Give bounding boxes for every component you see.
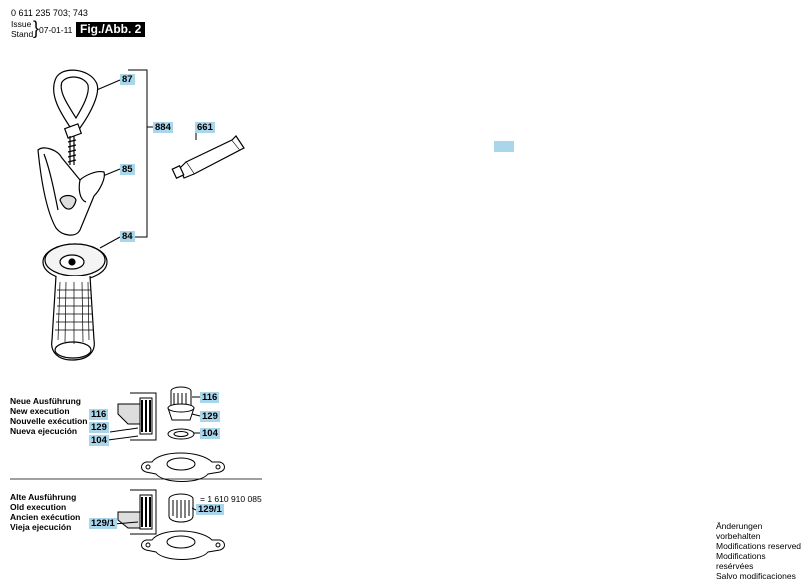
- new-execution-text: Neue Ausführung New execution Nouvelle e…: [10, 396, 87, 436]
- callout-old-129-1-right: 129/1: [196, 504, 224, 515]
- old-part-number: = 1 610 910 085: [200, 494, 262, 504]
- callout-new-129-right: 129: [200, 411, 220, 422]
- old-execution-de: Alte Ausführung: [10, 492, 77, 502]
- handle-84: [42, 243, 108, 361]
- figure-title: Fig./Abb. 2: [76, 22, 146, 37]
- old-execution-fr: Ancien exécution: [10, 512, 81, 522]
- callout-new-104-right: 104: [200, 428, 220, 439]
- callout-85: 85: [120, 164, 135, 175]
- callout-84: 84: [120, 231, 135, 242]
- brace: }: [33, 18, 40, 38]
- callout-new-104: 104: [89, 435, 109, 446]
- old-execution-en: Old execution: [10, 502, 67, 512]
- modifications-fr: Modifications resérvées: [716, 551, 766, 571]
- document-id: 0 611 235 703; 743: [11, 8, 88, 18]
- new-execution-en: New execution: [10, 406, 70, 416]
- old-execution-text: Alte Ausführung Old execution Ancien exé…: [10, 492, 80, 532]
- new-execution-de: Neue Ausführung: [10, 396, 81, 406]
- empty-label-box: [494, 141, 514, 152]
- callout-new-129: 129: [89, 422, 109, 433]
- issue-date: 07-01-11: [39, 25, 73, 35]
- issue-label: Issue: [11, 19, 32, 29]
- modifications-notice: Änderungen vorbehalten Modifications res…: [716, 521, 805, 581]
- callout-new-116: 116: [89, 409, 109, 420]
- issue-stand-label: Issue Stand: [11, 19, 33, 39]
- old-execution-es: Vieja ejecución: [10, 522, 72, 532]
- callout-old-129-1: 129/1: [89, 518, 117, 529]
- callout-661: 661: [195, 122, 215, 133]
- stand-label: Stand: [11, 29, 34, 39]
- old-execution-section: [113, 489, 225, 560]
- clamp-85: [37, 147, 105, 236]
- new-execution-fr: Nouvelle exécution: [10, 416, 88, 426]
- exploded-diagram: [10, 69, 262, 560]
- modifications-en: Modifications reserved: [716, 541, 802, 551]
- modifications-de: Änderungen vorbehalten: [716, 521, 763, 541]
- callout-new-116-right: 116: [200, 392, 220, 403]
- modifications-es: Salvo modificaciones: [716, 571, 796, 581]
- bracket-884: [128, 69, 148, 238]
- new-execution-section: [107, 386, 225, 482]
- new-execution-es: Nueva ejecución: [10, 426, 78, 436]
- callout-87: 87: [120, 74, 135, 85]
- strap-87: [53, 69, 99, 165]
- callout-884: 884: [153, 122, 173, 133]
- grease-tube-661: [171, 135, 245, 180]
